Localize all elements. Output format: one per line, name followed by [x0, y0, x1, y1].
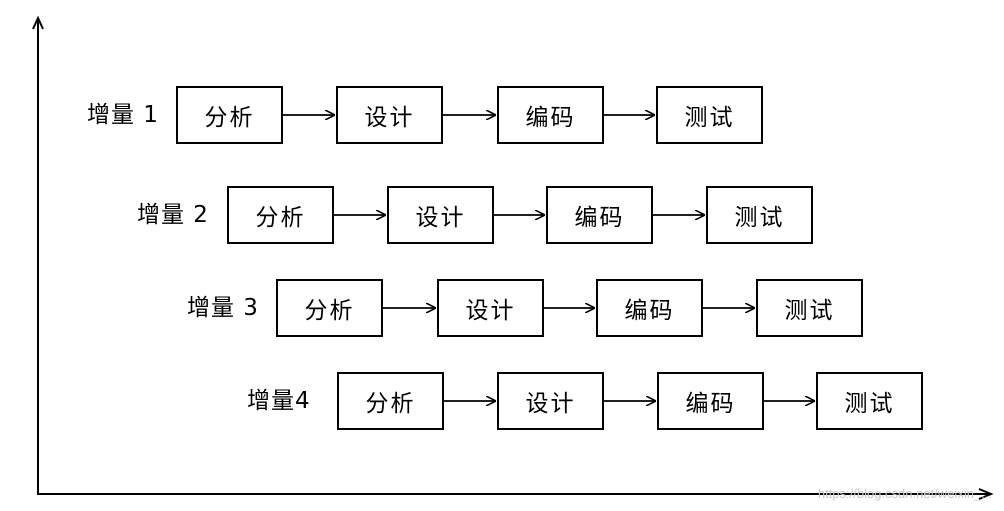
- y-axis-arrowhead: [32, 15, 44, 30]
- increment-1-testing-box: 测试: [656, 86, 763, 144]
- increment-2-analysis-box: 分析: [227, 186, 334, 244]
- increment-label-1: 增量 1: [87, 102, 159, 128]
- increment-1-analysis-box: 分析: [176, 86, 283, 144]
- watermark: https://blog.csdn.net/weixin_...: [817, 486, 992, 501]
- x-axis-arrowhead: [978, 488, 994, 500]
- increment-2-design-box: 设计: [387, 186, 494, 244]
- increment-1-coding-box: 编码: [497, 86, 604, 144]
- increment-4-design-box: 设计: [497, 372, 604, 430]
- increment-3-testing-box: 测试: [756, 279, 863, 337]
- increment-3-analysis-box: 分析: [276, 279, 383, 337]
- increment-2-testing-box: 测试: [706, 186, 813, 244]
- increment-4-analysis-box: 分析: [337, 372, 444, 430]
- increment-label-2: 增量 2: [137, 202, 209, 228]
- increment-label-3: 增量 3: [187, 295, 259, 321]
- step-connectors: [283, 115, 814, 401]
- increment-1-design-box: 设计: [336, 86, 443, 144]
- increment-3-coding-box: 编码: [596, 279, 703, 337]
- increment-3-design-box: 设计: [437, 279, 544, 337]
- increment-label-4: 增量4: [247, 388, 311, 414]
- axes: [32, 15, 994, 500]
- increment-4-testing-box: 测试: [816, 372, 923, 430]
- increment-2-coding-box: 编码: [546, 186, 653, 244]
- increment-4-coding-box: 编码: [657, 372, 764, 430]
